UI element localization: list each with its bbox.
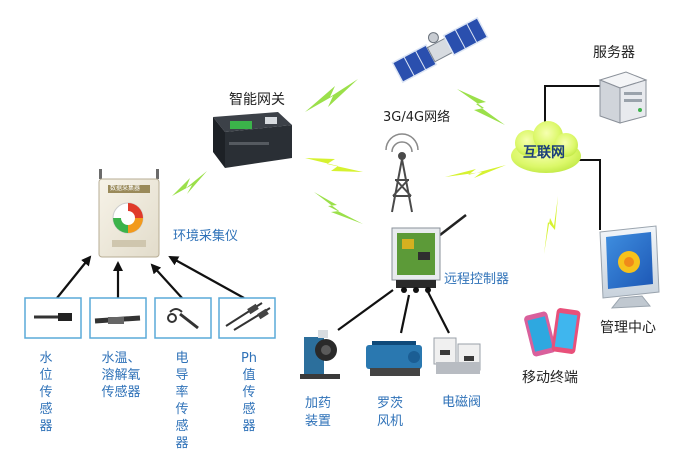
mobile-terminal-label: 移动终端 bbox=[522, 370, 578, 386]
sensor-label-ph: Ph值传感器 bbox=[240, 351, 258, 434]
monitor-icon bbox=[599, 225, 660, 309]
dosing-device-icon bbox=[300, 330, 340, 379]
solenoid-valve-icon bbox=[433, 337, 481, 374]
server-icon bbox=[598, 71, 648, 124]
sensor-device-icons bbox=[34, 302, 271, 331]
actuator-label-blower: 罗茨风机 bbox=[377, 396, 404, 429]
network-label: 3G/4G网络 bbox=[383, 110, 451, 125]
connection-lines bbox=[544, 85, 601, 230]
actuator-label-dosing: 加药装置 bbox=[305, 396, 332, 429]
management-center-label: 管理中心 bbox=[600, 320, 656, 336]
lightning-bolts bbox=[172, 79, 558, 254]
sensor-label-water-temp: 水温、溶解氧传感器 bbox=[101, 351, 141, 400]
gateway-device-icon bbox=[213, 112, 292, 168]
actuator-label-valve: 电磁阀 bbox=[442, 395, 482, 410]
sensor-label-conductivity: 电导率传感器 bbox=[175, 351, 189, 451]
internet-label: 互联网 bbox=[523, 145, 565, 161]
collector-screen-text: 数据采集器 bbox=[110, 185, 141, 192]
mobile-phones-icon bbox=[524, 308, 581, 357]
env-collector-device-icon bbox=[98, 169, 160, 258]
remote-controller-icon bbox=[391, 214, 467, 293]
roots-blower-icon bbox=[366, 341, 422, 376]
env-collector-label: 环境采集仪 bbox=[173, 229, 239, 244]
gateway-label: 智能网关 bbox=[229, 92, 285, 108]
sensor-boxes bbox=[24, 297, 276, 339]
actuator-lines bbox=[337, 289, 450, 334]
satellite-icon bbox=[391, 16, 489, 84]
sensor-label-water-level: 水位传感器 bbox=[39, 351, 53, 434]
sensor-arrows bbox=[56, 255, 245, 299]
remote-controller-label: 远程控制器 bbox=[444, 272, 510, 287]
internet-cloud-icon bbox=[511, 121, 581, 173]
tower-icon bbox=[385, 133, 419, 213]
server-label: 服务器 bbox=[593, 45, 635, 61]
